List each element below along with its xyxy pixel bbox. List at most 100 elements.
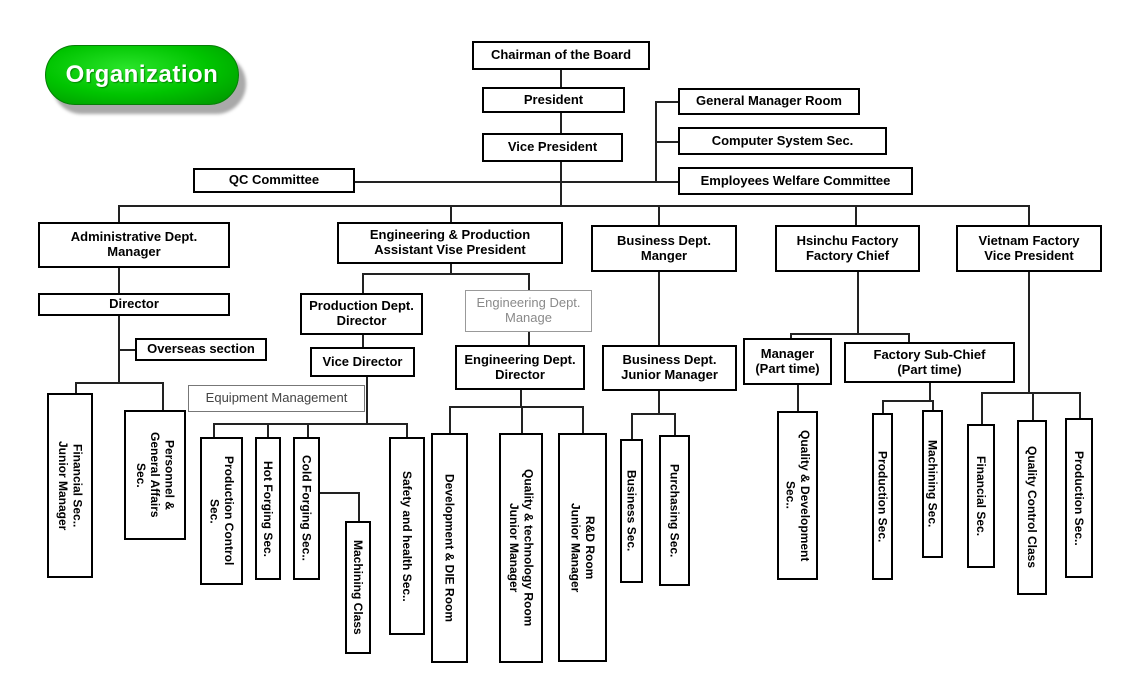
engineering-dept-manage-label: Engineering Dept. Manage bbox=[476, 295, 581, 325]
business-sec-label: Business Sec. bbox=[624, 470, 639, 552]
connector-line bbox=[790, 333, 792, 338]
hsinchu-production-sec-label: Production Sec. bbox=[875, 450, 890, 543]
connector-line bbox=[75, 382, 164, 384]
overseas-section-label: Overseas section bbox=[147, 341, 255, 357]
business-sec-box: Business Sec. bbox=[620, 439, 643, 583]
financial-sec-junior-manager-label: Financial Sec.. Junior Manager bbox=[56, 440, 85, 531]
vietnam-factory-vp-label: Vietnam Factory Vice President bbox=[978, 232, 1080, 263]
connector-line bbox=[406, 423, 408, 437]
director-box: Director bbox=[38, 293, 230, 316]
general-manager-room-label: General Manager Room bbox=[696, 93, 842, 109]
connector-line bbox=[1028, 272, 1030, 392]
connector-line bbox=[674, 413, 676, 435]
safety-and-health-sec-box: Safety and health Sec.. bbox=[389, 437, 425, 635]
connector-line bbox=[560, 70, 562, 87]
connector-line bbox=[1028, 205, 1030, 225]
rd-room-junior-manager-box: R&D Room Junior Manager bbox=[558, 433, 607, 662]
development-die-room-label: Development & DIE Room bbox=[442, 473, 457, 623]
qc-committee-label: QC Committee bbox=[228, 172, 320, 188]
connector-line bbox=[929, 383, 931, 400]
connector-line bbox=[118, 205, 120, 222]
vice-president-box: Vice President bbox=[482, 133, 623, 162]
rd-room-junior-manager-label: R&D Room Junior Manager bbox=[568, 502, 597, 593]
machining-sec-box: Machining Sec. bbox=[922, 410, 943, 558]
connector-line bbox=[355, 181, 678, 183]
connector-line bbox=[582, 406, 584, 433]
engineering-dept-director-box: Engineering Dept. Director bbox=[455, 345, 585, 390]
connector-line bbox=[450, 264, 452, 273]
business-dept-junior-manager-label: Business Dept. Junior Manager bbox=[621, 352, 718, 382]
financial-sec-junior-manager-box: Financial Sec.. Junior Manager bbox=[47, 393, 93, 578]
vietnam-financial-sec-box: Financial Sec. bbox=[967, 424, 995, 568]
connector-line bbox=[366, 377, 368, 423]
manager-part-time-box: Manager (Part time) bbox=[743, 338, 832, 385]
vietnam-production-sec-box: Production Sec.. bbox=[1065, 418, 1093, 578]
business-dept-manager-box: Business Dept. Manger bbox=[591, 225, 737, 272]
connector-line bbox=[118, 349, 135, 351]
connector-line bbox=[857, 272, 859, 333]
engineering-dept-director-label: Engineering Dept. Director bbox=[464, 351, 576, 382]
manager-part-time-label: Manager (Part time) bbox=[755, 345, 820, 376]
personnel-general-affairs-sec-box: Personnel & General Affairs Sec. bbox=[124, 410, 186, 540]
connector-line bbox=[213, 423, 408, 425]
factory-sub-chief-box: Factory Sub-Chief (Part time) bbox=[844, 342, 1015, 383]
connector-line bbox=[1079, 392, 1081, 418]
development-die-room-box: Development & DIE Room bbox=[431, 433, 468, 663]
connector-line bbox=[658, 205, 660, 225]
overseas-section-box: Overseas section bbox=[135, 338, 267, 361]
purchasing-sec-label: Purchasing Sec. bbox=[667, 463, 682, 558]
general-manager-room-box: General Manager Room bbox=[678, 88, 860, 115]
connector-line bbox=[528, 273, 530, 290]
connector-line bbox=[362, 273, 364, 293]
employees-welfare-committee-box: Employees Welfare Committee bbox=[678, 167, 913, 195]
factory-sub-chief-label: Factory Sub-Chief (Part time) bbox=[873, 346, 986, 377]
vice-director-label: Vice Director bbox=[322, 353, 403, 369]
production-control-sec-box: Production Control Sec. bbox=[200, 437, 243, 585]
connector-line bbox=[362, 273, 530, 275]
connector-line bbox=[882, 400, 884, 413]
connector-line bbox=[520, 390, 522, 406]
purchasing-sec-box: Purchasing Sec. bbox=[659, 435, 690, 586]
quality-development-sec-box: Quality & Development Sec.. bbox=[777, 411, 818, 580]
computer-system-sec-label: Computer System Sec. bbox=[711, 132, 854, 148]
hsinchu-factory-chief-box: Hsinchu Factory Factory Chief bbox=[775, 225, 920, 272]
business-dept-junior-manager-box: Business Dept. Junior Manager bbox=[602, 345, 737, 391]
connector-line bbox=[655, 101, 678, 103]
hsinchu-factory-chief-label: Hsinchu Factory Factory Chief bbox=[796, 232, 899, 263]
connector-line bbox=[560, 162, 562, 205]
connector-line bbox=[981, 392, 1081, 394]
hot-forging-sec-box: Hot Forging Sec. bbox=[255, 437, 281, 580]
connector-line bbox=[631, 413, 633, 439]
chairman-of-the-board-label: Chairman of the Board bbox=[490, 47, 632, 63]
production-control-sec-label: Production Control Sec. bbox=[207, 456, 236, 566]
connector-line bbox=[855, 205, 857, 225]
production-dept-director-box: Production Dept. Director bbox=[300, 293, 423, 335]
machining-sec-label: Machining Sec. bbox=[925, 440, 940, 528]
qc-committee-box: QC Committee bbox=[193, 168, 355, 193]
vice-director-box: Vice Director bbox=[310, 347, 415, 377]
connector-line bbox=[932, 400, 934, 410]
connector-line bbox=[449, 406, 451, 433]
connector-line bbox=[307, 423, 309, 437]
connector-line bbox=[658, 391, 660, 413]
connector-line bbox=[790, 333, 910, 335]
connector-line bbox=[908, 333, 910, 342]
vietnam-production-sec-label: Production Sec.. bbox=[1072, 450, 1087, 546]
cold-forging-sec-label: Cold Forging Sec.. bbox=[299, 455, 314, 562]
director-label: Director bbox=[109, 296, 159, 312]
president-label: President bbox=[523, 91, 584, 107]
quality-technology-room-junior-manager-label: Quality & technology Room Junior Manager bbox=[507, 469, 536, 627]
organization-badge: Organization bbox=[45, 45, 239, 105]
engineering-production-avp-label: Engineering & Production Assistant Vise … bbox=[369, 227, 531, 257]
president-box: President bbox=[482, 87, 625, 113]
safety-and-health-sec-label: Safety and health Sec.. bbox=[400, 470, 415, 602]
personnel-general-affairs-sec-label: Personnel & General Affairs Sec. bbox=[133, 432, 177, 518]
connector-line bbox=[797, 385, 799, 411]
machining-class-label: Machining Class bbox=[351, 540, 366, 635]
organization-badge-label: Organization bbox=[65, 61, 219, 88]
business-dept-manager-label: Business Dept. Manger bbox=[617, 232, 711, 263]
vietnam-financial-sec-label: Financial Sec. bbox=[974, 455, 989, 537]
connector-line bbox=[118, 205, 1030, 207]
connector-line bbox=[631, 413, 676, 415]
